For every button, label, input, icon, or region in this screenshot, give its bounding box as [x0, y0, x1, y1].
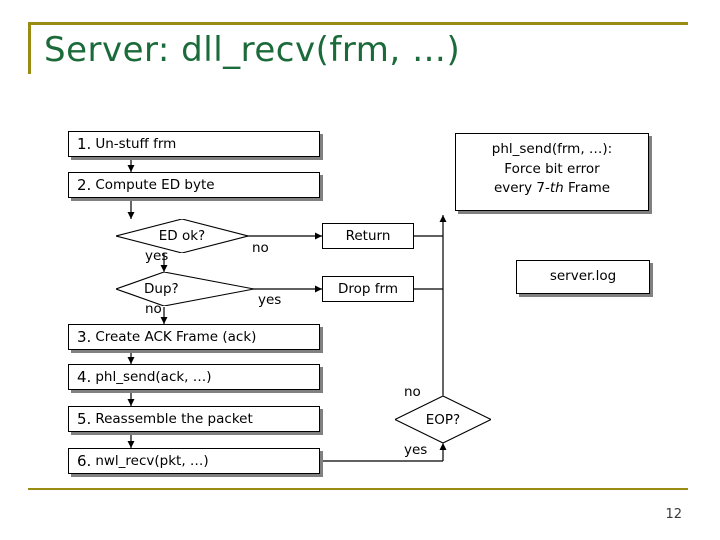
step-number-4: 4. — [77, 368, 92, 386]
decision-diamond-eop: EOP? — [395, 396, 491, 443]
terminal-box-return: Return — [322, 223, 414, 249]
left-rule — [28, 22, 31, 74]
step-number-2: 2. — [77, 176, 92, 194]
decision-label-eop: EOP? — [425, 411, 461, 428]
step-number-6: 6. — [77, 452, 92, 470]
note-phl-send-line-3-pre: every 7- — [493, 180, 550, 197]
note-phl-send-line-3-post: Frame — [563, 180, 611, 197]
step-text-2: Compute ED byte — [95, 177, 215, 193]
page-number: 12 — [665, 507, 682, 522]
decision-yes-label-ed-ok: yes — [145, 248, 169, 264]
decision-yes-label-eop: yes — [404, 442, 428, 458]
step-text-6: nwl_recv(pkt, …) — [95, 453, 209, 469]
decision-no-label-ed-ok: no — [252, 240, 269, 256]
decision-yes-label-dup: yes — [258, 292, 282, 308]
note-server-log: server.log — [516, 260, 650, 294]
step-number-3: 3. — [77, 328, 92, 346]
step-box-4: 4. phl_send(ack, …) — [68, 364, 320, 390]
decision-label-ed-ok: ED ok? — [158, 228, 206, 244]
step-box-2: 2. Compute ED byte — [68, 172, 320, 198]
step-box-1: 1. Un-stuff frm — [68, 131, 320, 157]
terminal-label-drop-frm: Drop frm — [338, 281, 398, 297]
bottom-rule — [28, 488, 688, 490]
terminal-box-drop-frm: Drop frm — [322, 276, 414, 302]
decision-diamond-dup: Dup? — [116, 272, 254, 306]
decision-no-label-eop: no — [404, 384, 421, 400]
decision-no-label-dup: no — [145, 301, 162, 317]
note-phl-send-line-3-italic: th — [549, 180, 564, 197]
terminal-label-return: Return — [345, 228, 391, 244]
top-rule — [28, 22, 688, 25]
note-phl-send-line-3: every 7-th Frame — [464, 179, 640, 199]
note-phl-send-line-1: phl_send(frm, …): — [491, 141, 613, 157]
step-number-5: 5. — [77, 410, 92, 428]
note-phl-send: phl_send(frm, …): Force bit error every … — [455, 133, 649, 211]
step-box-6: 6. nwl_recv(pkt, …) — [68, 448, 320, 474]
step-text-3: Create ACK Frame (ack) — [95, 329, 257, 345]
decision-diamond-ed-ok: ED ok? — [116, 219, 248, 253]
note-phl-send-line-2: Force bit error — [504, 160, 600, 177]
step-number-1: 1. — [77, 135, 92, 153]
decision-label-dup: Dup? — [144, 281, 179, 297]
step-text-1: Un-stuff frm — [95, 136, 177, 152]
step-box-3: 3. Create ACK Frame (ack) — [68, 324, 320, 350]
note-server-log-label: server.log — [549, 268, 617, 285]
step-box-5: 5. Reassemble the packet — [68, 406, 320, 432]
step-text-5: Reassemble the packet — [95, 411, 253, 427]
page-title: Server: dll_recv(frm, …) — [44, 30, 461, 70]
step-text-4: phl_send(ack, …) — [95, 369, 212, 385]
